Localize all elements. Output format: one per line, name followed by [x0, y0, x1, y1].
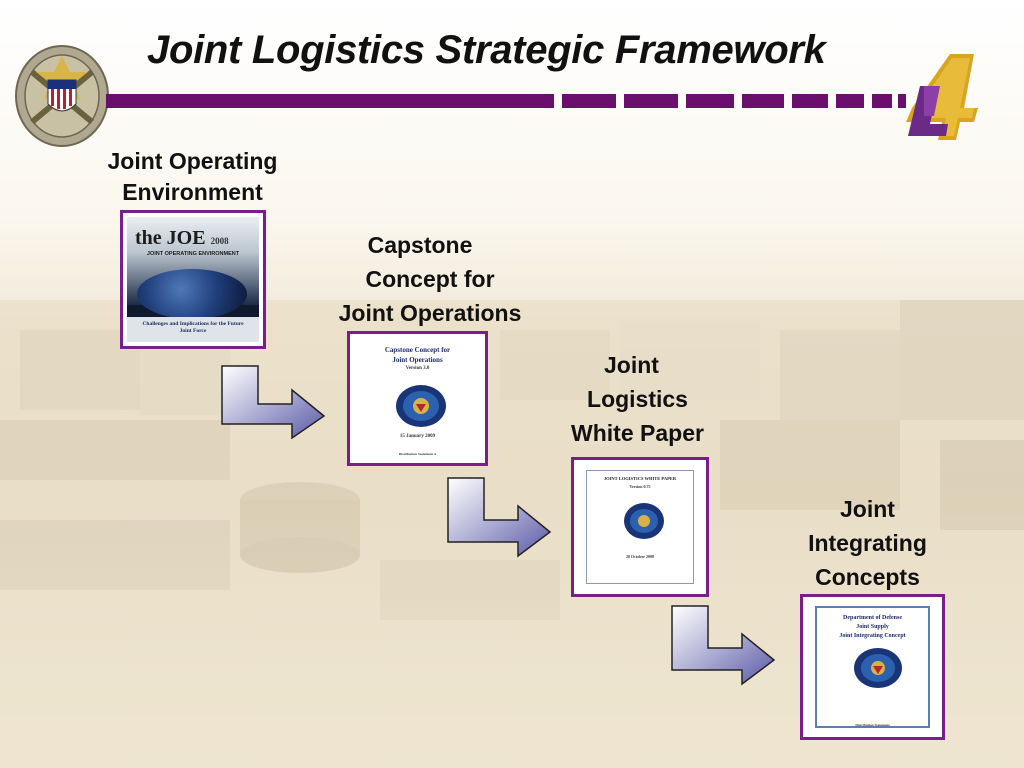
- label-line: Joint: [840, 496, 895, 522]
- dod-seal-icon: [854, 648, 902, 688]
- bent-arrow-3-icon: [671, 605, 776, 686]
- step-label-joint-logistics-white-paper: Joint Logistics White Paper: [545, 348, 730, 450]
- jic-heading: Department of Defense: [843, 615, 902, 621]
- step-label-joint-integrating-concepts: Joint Integrating Concepts: [780, 492, 955, 594]
- dod-seal-icon: [624, 503, 664, 539]
- jic-document-cover[interactable]: Department of Defense Joint Supply Joint…: [800, 594, 945, 740]
- label-line: Concepts: [815, 564, 920, 590]
- label-line: Logistics: [587, 386, 688, 412]
- step-label-joint-operating-environment: Joint Operating Environment: [80, 146, 305, 208]
- slide-title: Joint Logistics Strategic Framework: [147, 28, 826, 72]
- white-paper-version: Version 0.75: [629, 484, 651, 489]
- joint-chiefs-emblem-icon: [15, 45, 109, 147]
- white-paper-heading: JOINT LOGISTICS WHITE PAPER: [603, 476, 677, 481]
- joe-year: 2008: [210, 236, 229, 246]
- j4-logo-icon: [906, 54, 978, 140]
- jic-subheading: Joint Supply: [856, 624, 889, 630]
- capstone-footer: Distribution Statement A: [398, 452, 437, 456]
- label-line: White Paper: [571, 420, 704, 446]
- label-line: Concept for: [365, 266, 495, 292]
- joe-brand: the JOE: [135, 227, 206, 249]
- bent-arrow-1-icon: [221, 365, 326, 440]
- label-line: Joint Operating: [107, 148, 278, 174]
- dod-seal-icon: [396, 385, 446, 427]
- capstone-date: 15 January 2009: [399, 434, 436, 439]
- jic-footer: Distribution Statement: [855, 723, 890, 727]
- capstone-subheading: Joint Operations: [392, 356, 443, 364]
- jic-subheading-2: Joint Integrating Concept: [839, 633, 906, 639]
- capstone-heading: Capstone Concept for: [384, 346, 451, 354]
- joe-subtitle: Joint Operating Environment: [146, 251, 240, 257]
- step-label-capstone-concept: Capstone Concept for Joint Operations: [310, 228, 550, 330]
- capstone-version: Version 3.0: [405, 366, 430, 371]
- label-line: Capstone: [367, 232, 473, 258]
- white-paper-document-cover[interactable]: JOINT LOGISTICS WHITE PAPER Version 0.75…: [571, 457, 709, 597]
- label-line: Joint Operations: [338, 300, 522, 326]
- joe-document-cover[interactable]: the JOE 2008 Joint Operating Environment…: [120, 210, 266, 349]
- joe-caption: Challenges and Implications for the Futu…: [142, 321, 244, 334]
- label-line: Environment: [122, 179, 263, 205]
- bent-arrow-2-icon: [447, 477, 552, 558]
- capstone-document-cover[interactable]: Capstone Concept for Joint Operations Ve…: [347, 331, 488, 466]
- label-line: Integrating: [808, 530, 927, 556]
- title-rule: [106, 94, 906, 108]
- label-line: Joint: [604, 352, 659, 378]
- white-paper-date: 20 October 2008: [626, 554, 654, 559]
